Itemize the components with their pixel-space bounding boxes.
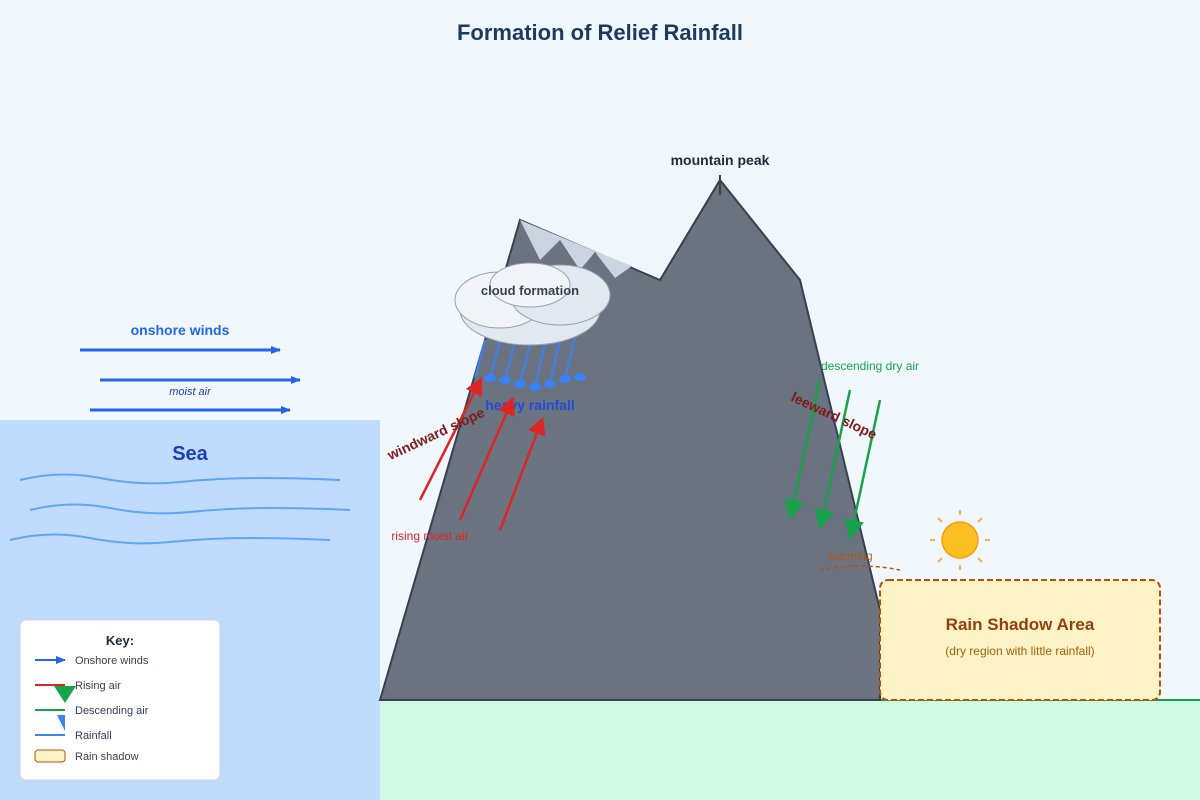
legend-label-rising: Rising air	[75, 680, 121, 692]
cloud-formation-label: cloud formation	[481, 283, 579, 298]
legend-label-descending: Descending air	[75, 705, 149, 717]
descending-air-arrows	[784, 379, 882, 540]
sea-label: Sea	[172, 443, 208, 465]
warming-curve	[819, 565, 901, 571]
legend-symbol-rain-shadow	[34, 749, 66, 763]
rising-moist-air-label: rising moist air	[391, 529, 468, 543]
rising-air-arrows	[418, 376, 546, 531]
descending-dry-air-label: descending dry air	[821, 359, 919, 373]
snow-cap	[520, 220, 632, 278]
onshore-winds-label: onshore winds	[131, 322, 230, 338]
legend-label-rain-shadow: Rain shadow	[75, 751, 139, 763]
legend-label-onshore: Onshore winds	[75, 655, 149, 667]
diagram-title: Formation of Relief Rainfall	[457, 20, 743, 45]
mountain	[378, 178, 881, 701]
rain-shadow-area	[879, 579, 1161, 701]
sea-waves	[9, 473, 351, 545]
legend-box	[19, 619, 221, 781]
heavy-rainfall-label: heavy rainfall	[485, 397, 575, 413]
onshore-wind-arrows	[80, 346, 301, 414]
sun-icon	[930, 510, 990, 570]
cloud	[454, 262, 611, 346]
land-area	[380, 700, 1200, 800]
mountain-peak-label: mountain peak	[671, 152, 770, 168]
legend-label-rainfall: Rainfall	[75, 730, 112, 742]
legend-title: Key:	[106, 633, 134, 648]
moist-air-label: moist air	[169, 386, 212, 398]
warming-label: warming	[826, 549, 872, 563]
legend-arrow-overlap	[54, 686, 76, 703]
rain-shadow-title: Rain Shadow Area	[946, 615, 1095, 634]
legend: Key: Onshore winds Rising air Descending…	[19, 619, 221, 781]
rain-shadow-subtitle: (dry region with little rainfall)	[945, 644, 1094, 658]
legend-drop-overlap	[57, 715, 65, 731]
rain-drops	[484, 373, 586, 391]
rain-streaks	[474, 337, 576, 387]
